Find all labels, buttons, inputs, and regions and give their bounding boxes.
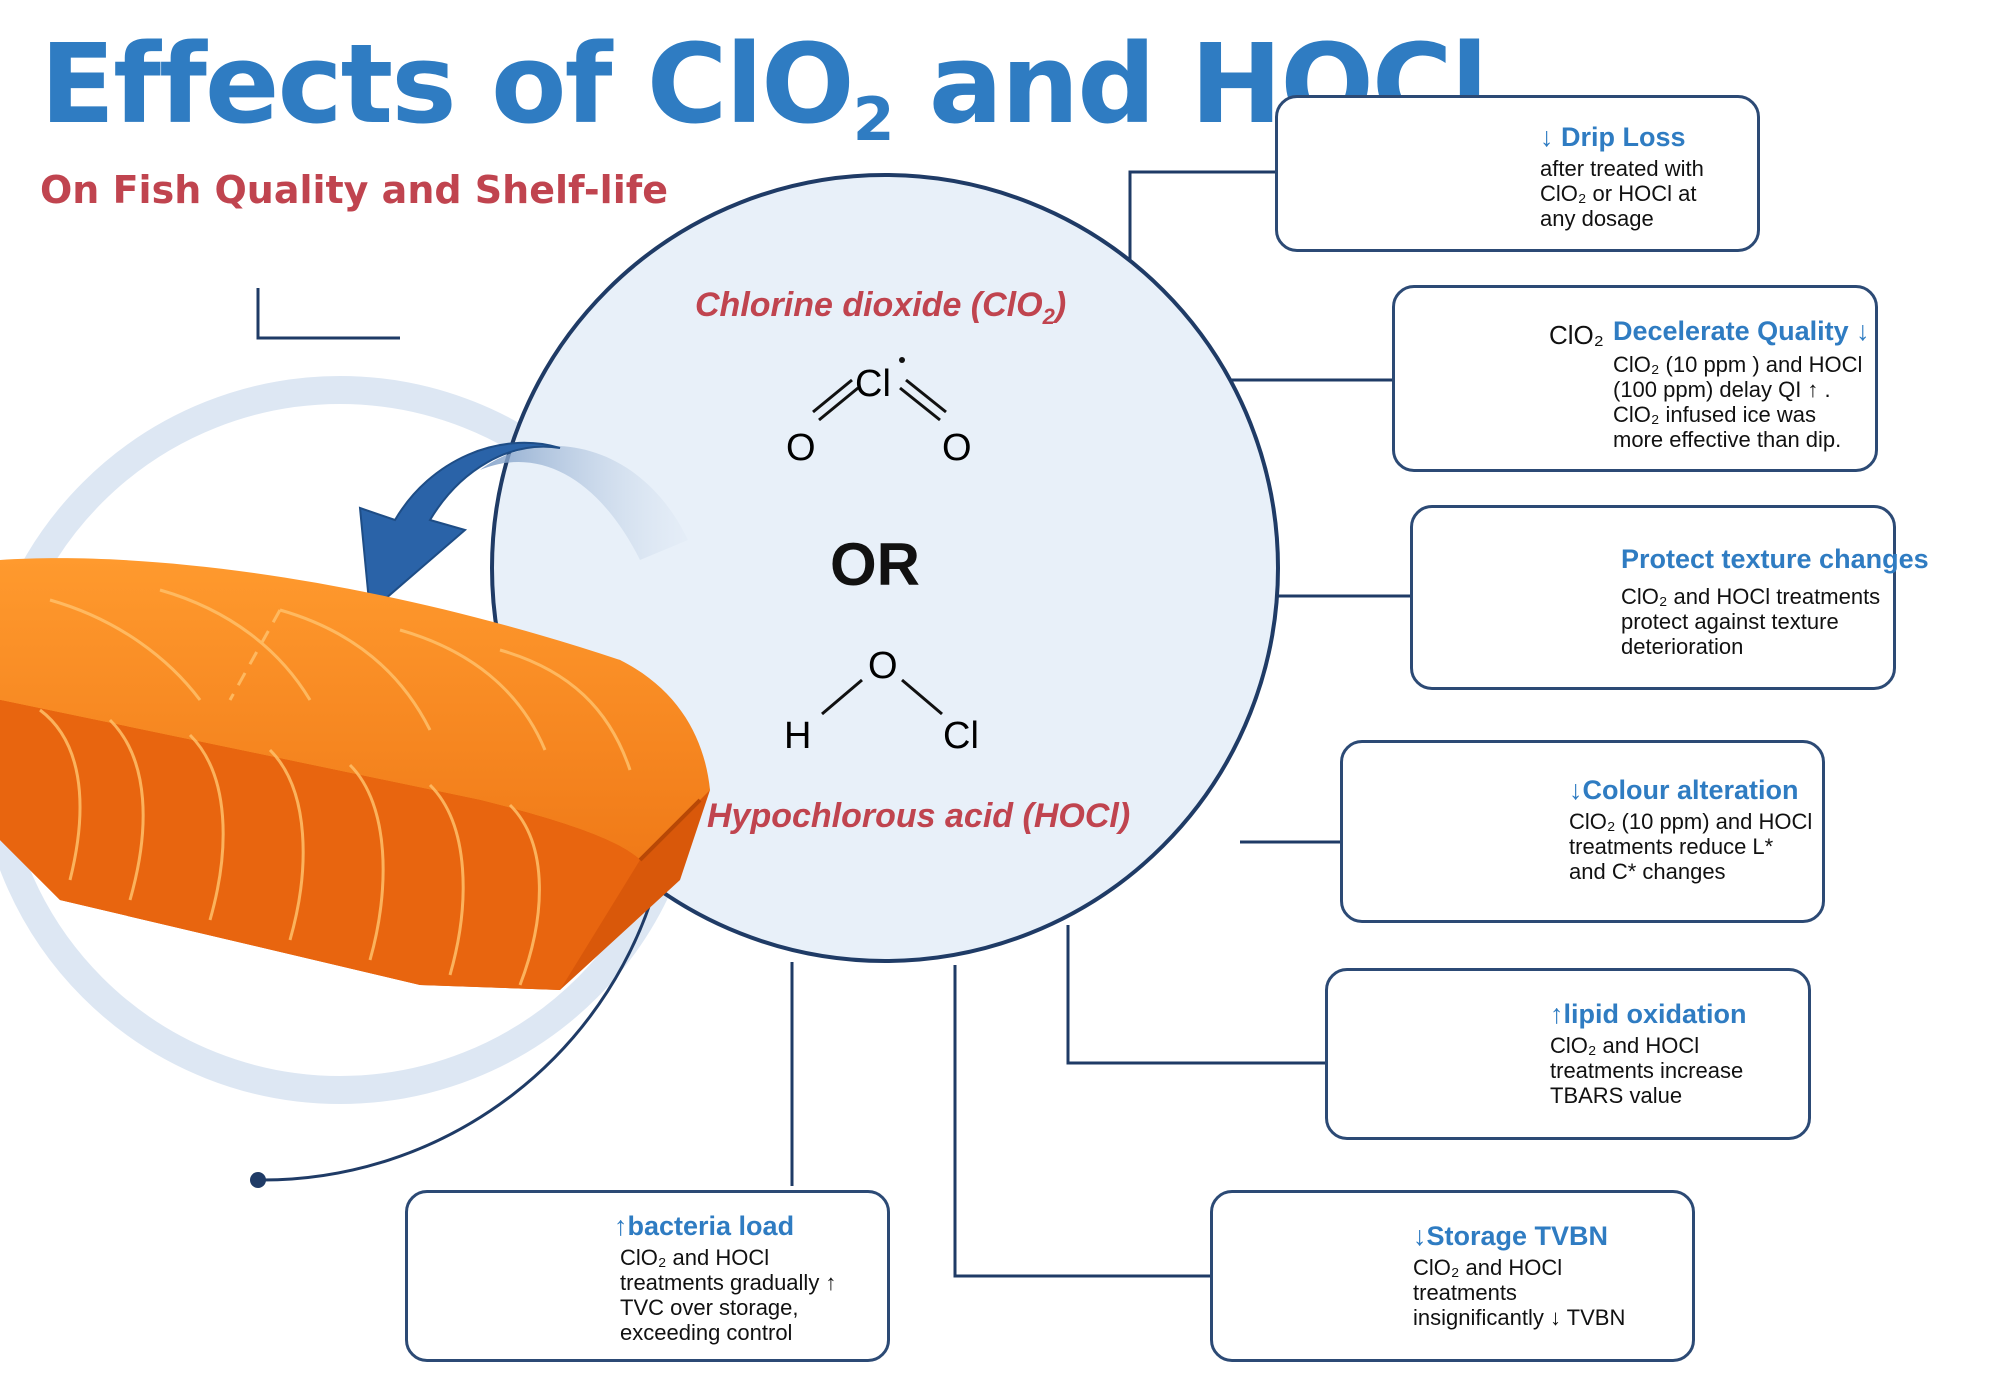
card-protect-texture-title: Protect texture changes <box>1621 544 1929 574</box>
page-title: Effects of ClO2 and HOCl <box>40 20 1488 155</box>
clo2-structure <box>812 357 947 422</box>
hocl-atom-h: H <box>784 715 812 757</box>
clo2-atom-o-right: O <box>942 427 972 469</box>
ros-badge: ROS <box>1468 1075 1499 1091</box>
card-protect-texture: Protect texture changes ClO₂ and HOCl tr… <box>1410 505 1929 690</box>
card-storage-tvbn-title: ↓Storage TVBN <box>1413 1221 1609 1251</box>
connector-lines <box>790 170 1410 1278</box>
card-colour-alteration-title: ↓Colour alteration <box>1569 775 1799 805</box>
card-lipid-oxidation-title: ↑lipid oxidation <box>1550 999 1747 1029</box>
card-decelerate-quality: ClO₂ Decelerate Quality ↓ ClO₂ (10 ppm )… <box>1392 285 1878 472</box>
hypochlorous-acid-label: Hypochlorous acid (HOCl) <box>707 797 1131 835</box>
chlorine-dioxide-label: Chlorine dioxide (ClO2) <box>695 286 1067 329</box>
salmon-fillet <box>0 558 710 990</box>
hocl-structure <box>821 678 943 716</box>
or-text: OR <box>830 531 920 598</box>
clo2-atom-o-left: O <box>786 427 816 469</box>
card-decelerate-quality-text: ClO₂ (10 ppm ) and HOCl(100 ppm) delay Q… <box>1613 352 1863 452</box>
card-drip-loss-title: ↓ Drip Loss <box>1540 122 1686 152</box>
card-decelerate-quality-title: Decelerate Quality ↓ <box>1613 316 1870 346</box>
card-bacteria-load-title: ↑bacteria load <box>614 1211 795 1241</box>
hocl-atom-cl: Cl <box>943 715 979 757</box>
page-subtitle: On Fish Quality and Shelf-life <box>40 168 669 212</box>
hocl-atom-o: O <box>868 645 898 687</box>
curved-arrow <box>358 441 688 615</box>
clo2-atom-cl: Cl <box>855 363 891 405</box>
clo2-tag: ClO₂ <box>1549 320 1604 350</box>
card-colour-alteration: ↓Colour alteration ClO₂ (10 ppm) and HOC… <box>1340 740 1825 923</box>
